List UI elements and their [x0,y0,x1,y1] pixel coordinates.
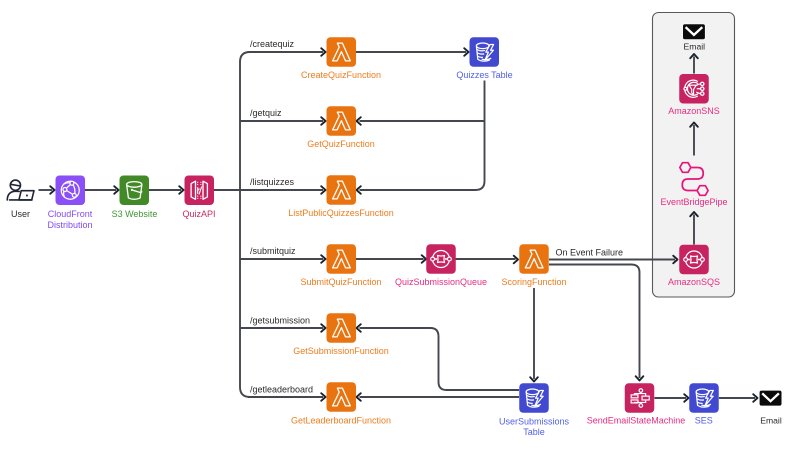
svg-text:GetSubmissionFunction: GetSubmissionFunction [293,346,389,356]
svg-text:SES: SES [695,415,713,425]
svg-text:Quizzes Table: Quizzes Table [456,70,512,80]
svg-text:CreateQuizFunction: CreateQuizFunction [301,70,381,80]
svg-text:/submitquiz: /submitquiz [250,246,296,256]
svg-text:Distribution: Distribution [47,220,92,230]
svg-text:GetLeaderboardFunction: GetLeaderboardFunction [291,416,391,426]
svg-text:ListPublicQuizzesFunction: ListPublicQuizzesFunction [288,208,394,218]
svg-text:EventBridgePipe: EventBridgePipe [660,197,727,207]
svg-text:/createquiz: /createquiz [250,39,295,49]
svg-text:UserSubmissions: UserSubmissions [499,416,570,426]
svg-text:AmazonSQS: AmazonSQS [668,277,720,287]
svg-text:/getsubmission: /getsubmission [250,315,310,325]
svg-text:S3 Website: S3 Website [112,209,158,219]
svg-text:CloudFront: CloudFront [48,209,93,219]
svg-text:Table: Table [523,427,545,437]
svg-text:ScoringFunction: ScoringFunction [501,277,566,287]
svg-text:/getquiz: /getquiz [250,108,282,118]
svg-text:SendEmailStateMachine: SendEmailStateMachine [587,416,686,426]
svg-text:GetQuizFunction: GetQuizFunction [307,139,375,149]
svg-text:/getleaderboard: /getleaderboard [250,384,313,394]
svg-text:User: User [11,209,30,219]
svg-text:On Event Failure: On Event Failure [556,247,624,257]
svg-text:AmazonSNS: AmazonSNS [668,106,720,116]
svg-text:QuizSubmissionQueue: QuizSubmissionQueue [395,277,487,287]
svg-text:Email: Email [684,42,706,52]
svg-text:Email: Email [760,415,782,425]
svg-text:QuizAPI: QuizAPI [182,209,215,219]
svg-text:SubmitQuizFunction: SubmitQuizFunction [300,277,381,287]
svg-text:/listquizzes: /listquizzes [250,177,295,187]
